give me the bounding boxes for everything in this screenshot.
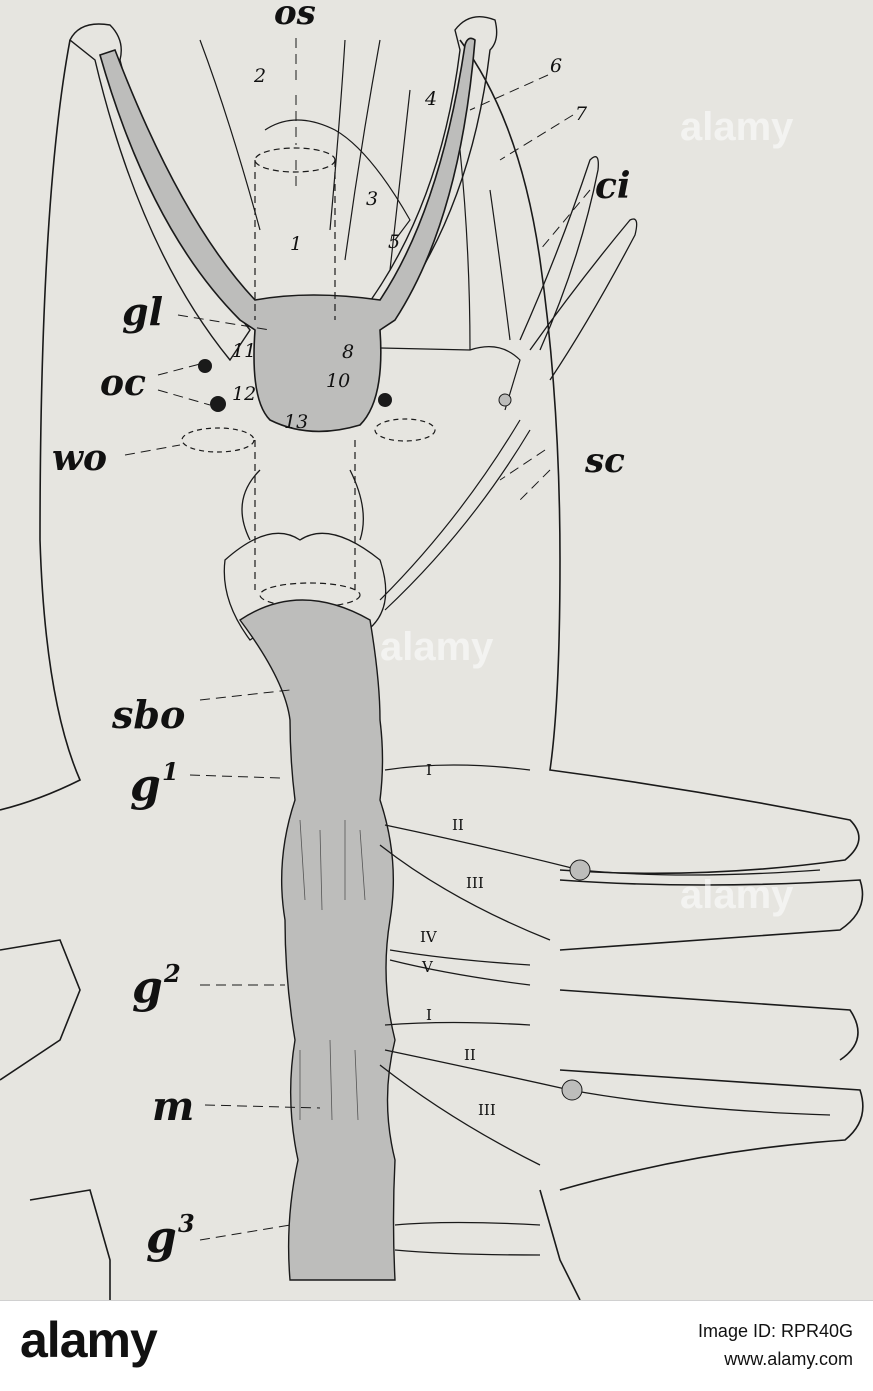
- label-g1-sup: 1: [162, 757, 179, 786]
- mouth-outline: [254, 147, 336, 173]
- ventral-nerve-cord: [238, 599, 396, 1281]
- nuchal-organ-right: [374, 418, 436, 442]
- label-12: 12: [232, 383, 256, 405]
- label-wo: wo: [52, 437, 107, 479]
- nerve-I-seg1: I: [426, 761, 432, 779]
- eyes: [198, 359, 392, 412]
- right-palp: [359, 16, 498, 331]
- label-8: 8: [342, 341, 354, 363]
- cerebral-ganglion: [99, 37, 476, 433]
- anatomical-diagram: os ci gl oc wo sc sbo g 1 g 2 m g 3 1 2 …: [0, 0, 864, 1300]
- nerve-III-seg2: III: [478, 1101, 496, 1119]
- label-oc: oc: [100, 362, 146, 404]
- appendage-lines: [199, 39, 511, 351]
- label-6: 6: [550, 55, 562, 77]
- body-outline: [0, 39, 864, 1300]
- footer-bar: alamy Image ID: RPR40G www.alamy.com: [0, 1300, 873, 1391]
- nerve-IV-seg1: IV: [420, 928, 438, 946]
- nerve-III-seg1: III: [466, 874, 484, 892]
- parapodial-nerves: [379, 764, 831, 1256]
- brand-logo[interactable]: alamy: [20, 1312, 158, 1368]
- label-3: 3: [366, 188, 378, 210]
- label-10: 10: [326, 370, 350, 392]
- pedal-ganglion-1: [569, 859, 591, 881]
- cord-fibres: [299, 819, 366, 1121]
- mouth-lip: [264, 119, 411, 241]
- nerve-II-seg1: II: [452, 816, 464, 834]
- nerve-II-seg2: II: [464, 1046, 476, 1064]
- cirri: [519, 156, 638, 381]
- label-4: 4: [424, 88, 437, 110]
- pedal-ganglion-2: [561, 1079, 583, 1101]
- label-13: 13: [284, 411, 308, 433]
- label-os: os: [274, 0, 316, 33]
- label-g2-sup: 2: [163, 959, 181, 988]
- nuchal-organ-left: [181, 427, 255, 453]
- label-g3: g: [146, 1212, 177, 1263]
- label-2: 2: [253, 65, 266, 87]
- watermark-center: alamy: [380, 625, 494, 669]
- label-m: m: [152, 1083, 194, 1130]
- stomatogastric-nerves: [379, 419, 531, 611]
- label-ci: ci: [595, 165, 631, 207]
- label-sc: sc: [584, 441, 625, 481]
- label-1: 1: [290, 233, 302, 255]
- site-url-link[interactable]: www.alamy.com: [724, 1349, 853, 1369]
- label-g3-sup: 3: [178, 1209, 195, 1238]
- label-7: 7: [575, 103, 588, 125]
- palp-ganglion: [498, 393, 512, 407]
- nerve-I-seg2: I: [426, 1006, 432, 1024]
- figure: os ci gl oc wo sc sbo g 1 g 2 m g 3 1 2 …: [0, 0, 864, 1300]
- label-sbo: sbo: [111, 692, 185, 737]
- connectives: [223, 469, 387, 641]
- leader-lines: [124, 38, 591, 1241]
- label-11: 11: [232, 340, 256, 362]
- nerve-V-seg1: V: [421, 958, 434, 976]
- image-id-text: Image ID: RPR40G: [697, 1321, 853, 1341]
- label-5: 5: [388, 231, 400, 253]
- label-g2: g: [132, 962, 163, 1013]
- label-gl: gl: [122, 289, 163, 334]
- label-g1: g: [130, 760, 161, 811]
- watermark-top-right: alamy: [680, 105, 794, 149]
- watermark-mid-right: alamy: [680, 873, 794, 917]
- palp-nerve: [379, 346, 521, 411]
